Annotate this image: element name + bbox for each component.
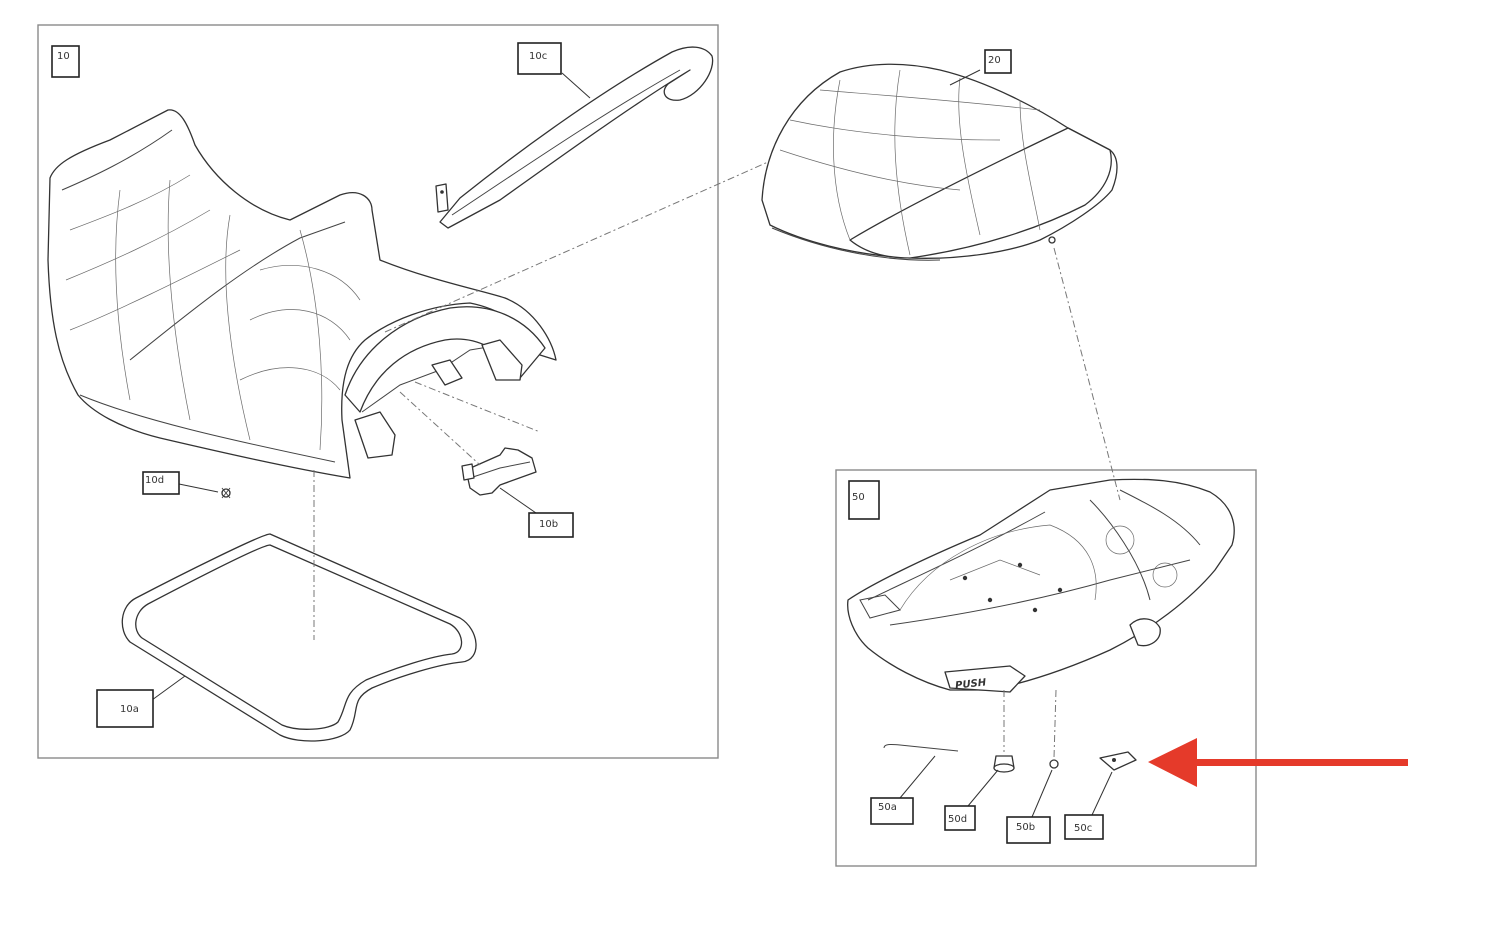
label-10b-text: 10b <box>539 519 558 530</box>
label-20: 20 <box>984 49 1012 74</box>
assembly-lines <box>313 161 1121 759</box>
bumper-50d <box>993 755 1015 773</box>
label-10d-text: 10d <box>145 475 164 486</box>
push-text: PUSH <box>955 677 988 691</box>
label-50c: 50c <box>1064 814 1104 840</box>
label-50d-text: 50d <box>948 814 967 825</box>
screw-10d <box>221 487 231 499</box>
pin-50a <box>883 743 959 752</box>
label-20-text: 20 <box>988 55 1001 66</box>
label-10-text: 10 <box>57 51 70 62</box>
label-50a-text: 50a <box>878 802 897 813</box>
gasket-10a <box>121 533 477 742</box>
label-group-50: 50 <box>848 480 880 520</box>
label-10c-text: 10c <box>529 51 547 62</box>
label-10c: 10c <box>517 42 562 75</box>
label-group-10: 10 <box>51 45 80 78</box>
label-10a-text: 10a <box>120 704 139 715</box>
label-10b: 10b <box>528 512 574 538</box>
clip-50c <box>1099 751 1137 771</box>
label-50a: 50a <box>870 797 914 825</box>
passenger-seat-20 <box>761 63 1118 261</box>
latch-10b <box>461 447 537 496</box>
nut-50b <box>1049 759 1059 769</box>
label-50c-text: 50c <box>1074 823 1092 834</box>
label-10a: 10a <box>96 689 154 728</box>
group-10-frame <box>37 24 719 759</box>
group-50-frame <box>835 469 1257 867</box>
strap-10c <box>435 46 714 229</box>
label-50b: 50b <box>1006 816 1051 844</box>
label-50d: 50d <box>944 805 976 831</box>
rider-seat-10 <box>47 109 557 479</box>
label-10d: 10d <box>142 471 180 495</box>
red-arrow-icon <box>1148 738 1408 787</box>
label-50b-text: 50b <box>1016 822 1035 833</box>
seat-base-50: PUSH <box>847 478 1235 693</box>
label-50-text: 50 <box>852 492 865 503</box>
leader-lines <box>151 69 1113 818</box>
